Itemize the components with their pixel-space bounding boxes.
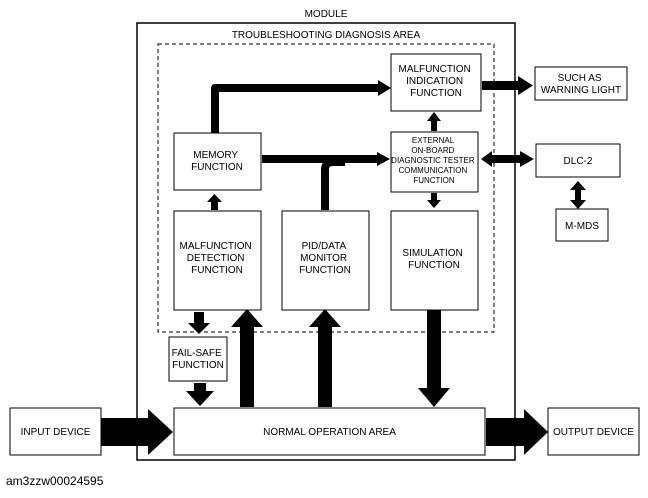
simulation-box: SIMULATION FUNCTION xyxy=(390,210,479,311)
malfunction-detection-box: MALFUNCTION DETECTION FUNCTION xyxy=(173,210,262,311)
dlc2-box: DLC-2 xyxy=(535,143,621,178)
arrow-normal-to-pid-shaft xyxy=(318,326,332,407)
arrow-normal-to-pid-head xyxy=(309,309,341,327)
svg-text:MALFUNCTION DETECTION: MALFUNCTION DETECTION FUNCTION xyxy=(179,241,254,276)
malfunction-indication-line3: FUNCTION xyxy=(410,88,462,99)
arrow-normal-to-output-head xyxy=(524,409,548,455)
external-tester-line3: DIAGNOSTIC TESTER xyxy=(391,156,475,165)
normal-operation-box: NORMAL OPERATION AREA xyxy=(173,407,486,456)
output-device-label: OUTPUT DEVICE xyxy=(553,427,634,438)
fail-safe-line1: FAIL-SAFE xyxy=(172,348,222,359)
arrow-tester-dlc2-head-right xyxy=(520,151,534,167)
memory-function-box: MEMORY FUNCTION xyxy=(173,132,262,191)
arrow-indication-to-warning-shaft xyxy=(482,81,520,90)
pid-monitor-box: PID/DATA MONITOR FUNCTION xyxy=(281,210,370,311)
svg-text:SIMULATION FUNCTION: SIMULATION FUNCTION xyxy=(402,248,465,271)
arrow-pid-to-tester xyxy=(321,158,345,210)
arrow-normal-to-output-shaft xyxy=(486,418,526,446)
arrow-dlc2-mmds-head-up xyxy=(570,181,586,190)
arrow-tester-dlc2-head-left xyxy=(481,151,492,167)
svg-text:MALFUNCTION INDICATION: MALFUNCTION INDICATION FUNCTION xyxy=(398,64,473,99)
arrow-detection-to-failsafe-shaft xyxy=(194,312,204,325)
svg-text:MEMORY FUNCTION: MEMORY FUNCTION xyxy=(191,150,243,173)
arrow-memory-to-tester-shaft xyxy=(262,155,380,163)
arrow-failsafe-to-normal-shaft xyxy=(194,383,206,393)
mmds-label: M-MDS xyxy=(565,221,599,232)
module-label: MODULE xyxy=(305,9,348,20)
arrow-dlc2-mmds-head-down xyxy=(570,200,586,209)
pid-monitor-line1: PID/DATA xyxy=(302,241,347,252)
pid-monitor-line2: MONITOR xyxy=(300,253,347,264)
input-device-box: INPUT DEVICE xyxy=(9,407,102,456)
arrow-detection-to-memory-head xyxy=(207,194,222,202)
warning-light-line2: WARNING LIGHT xyxy=(541,85,621,96)
warning-light-box: SUCH AS WARNING LIGHT xyxy=(534,66,628,101)
mmds-box: M-MDS xyxy=(555,208,609,242)
simulation-line1: SIMULATION xyxy=(402,248,462,259)
input-device-label: INPUT DEVICE xyxy=(21,427,91,438)
arrow-normal-to-detection-shaft xyxy=(240,326,254,407)
svg-text:FAIL-SAFE FUNCTION: FAIL-SAFE FUNCTION xyxy=(172,348,225,371)
malfunction-indication-line1: MALFUNCTION xyxy=(398,64,470,75)
svg-text:SUCH AS WARNING LIGHT: SUCH AS WARNING LIGHT xyxy=(541,73,621,96)
svg-text:PID/DATA MONITOR F: PID/DATA MONITOR FUNCTION xyxy=(299,241,351,276)
malfunction-indication-line2: INDICATION xyxy=(406,76,463,87)
malfunction-detection-line1: MALFUNCTION xyxy=(179,241,251,252)
arrow-indication-to-warning-head xyxy=(518,76,533,95)
arrow-normal-to-detection-head xyxy=(231,309,263,327)
memory-line2: FUNCTION xyxy=(191,162,243,173)
figure-caption: am3zzw00024595 xyxy=(6,474,104,488)
malfunction-indication-box: MALFUNCTION INDICATION FUNCTION xyxy=(390,53,482,112)
arrow-dlc2-mmds-shaft xyxy=(575,188,581,202)
arrow-tester-to-simulation-shaft xyxy=(431,193,437,201)
external-tester-line2: ON-BOARD xyxy=(411,146,454,155)
external-tester-line4: COMMUNICATION xyxy=(399,166,468,175)
malfunction-detection-line2: DETECTION xyxy=(187,253,245,264)
malfunction-detection-line3: FUNCTION xyxy=(191,265,243,276)
fail-safe-line2: FUNCTION xyxy=(172,360,224,371)
arrow-memory-to-indication xyxy=(211,84,380,133)
external-tester-line5: FUNCTION xyxy=(413,176,455,185)
external-tester-line1: EXTERNAL xyxy=(412,136,455,145)
warning-light-line1: SUCH AS xyxy=(558,73,602,84)
svg-text:EXTERNAL ON-BOARD: EXTERNAL ON-BOARD DIAGNOSTIC TESTER COMM… xyxy=(391,136,477,185)
arrow-failsafe-to-normal-head xyxy=(186,391,214,406)
arrow-input-to-normal-shaft xyxy=(101,418,151,446)
memory-line1: MEMORY xyxy=(193,150,238,161)
simulation-line2: FUNCTION xyxy=(408,260,460,271)
external-tester-box: EXTERNAL ON-BOARD DIAGNOSTIC TESTER COMM… xyxy=(390,131,479,193)
output-device-box: OUTPUT DEVICE xyxy=(547,407,640,456)
fail-safe-box: FAIL-SAFE FUNCTION xyxy=(168,336,228,382)
arrow-tester-to-simulation-head xyxy=(427,200,441,208)
arrow-tester-dlc2-shaft xyxy=(490,155,522,163)
arrow-memory-to-tester-head xyxy=(377,152,390,166)
normal-operation-label: NORMAL OPERATION AREA xyxy=(263,427,396,438)
arrow-memory-to-indication-head xyxy=(378,80,391,96)
dlc2-label: DLC-2 xyxy=(564,156,593,167)
pid-monitor-line3: FUNCTION xyxy=(299,265,351,276)
arrow-simulation-to-normal-shaft xyxy=(427,310,441,390)
arrow-simulation-to-normal-head xyxy=(418,388,450,407)
arrow-tester-to-indication-shaft xyxy=(431,119,437,131)
troubleshooting-area-label: TROUBLESHOOTING DIAGNOSIS AREA xyxy=(232,30,421,41)
arrow-tester-to-indication-head xyxy=(427,112,441,121)
arrow-detection-to-memory-shaft xyxy=(211,200,218,210)
module-frame xyxy=(136,22,516,461)
arrow-input-to-normal-head xyxy=(148,409,173,455)
arrow-detection-to-failsafe-head xyxy=(188,323,210,334)
